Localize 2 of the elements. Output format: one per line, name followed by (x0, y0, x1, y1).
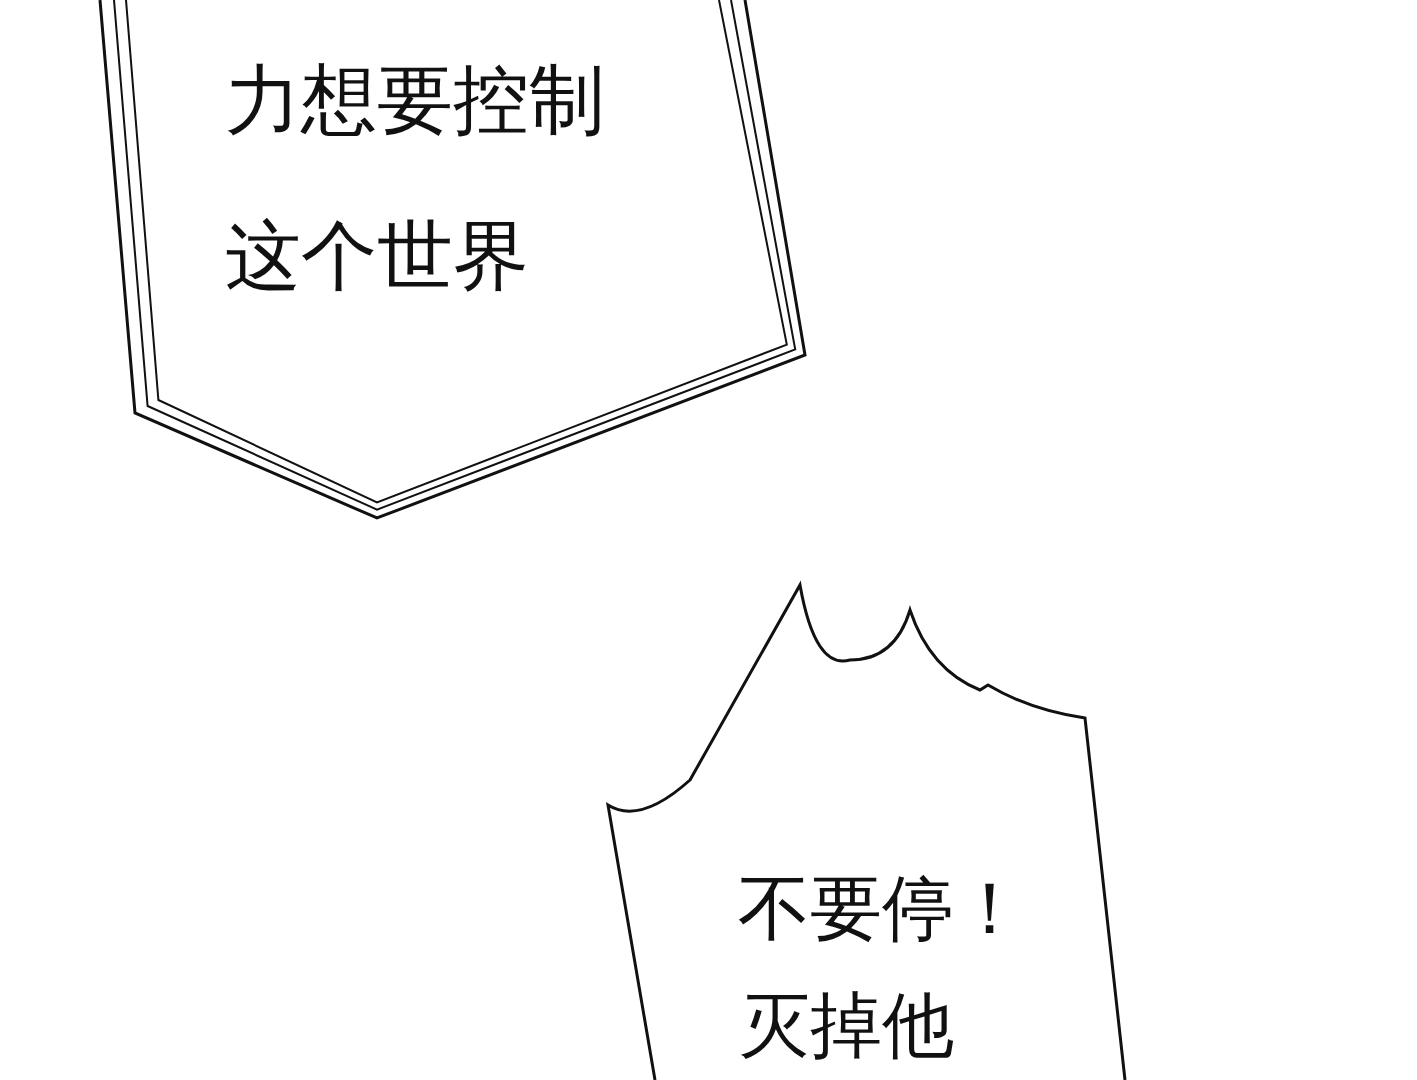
dialogue-text: 力想要控制这个世界 (225, 54, 605, 302)
dialogue-text: 不要停！灭掉他 (738, 865, 1026, 1069)
